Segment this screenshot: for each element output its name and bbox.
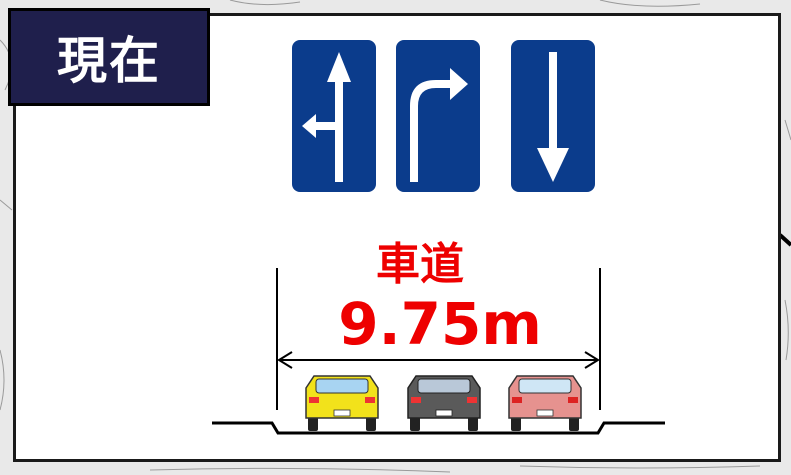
downward-arrow-icon <box>511 40 595 192</box>
road-surface <box>212 421 665 435</box>
right-turn-arrow-icon <box>396 40 480 192</box>
car-rear-icon <box>305 375 379 431</box>
current-state-badge: 現在 <box>8 8 210 106</box>
roadway-width-label: 9.75m <box>338 290 542 358</box>
straight-and-left-turn-arrow-icon <box>292 40 376 192</box>
car-rear-icon <box>407 375 481 431</box>
car-rear-icon <box>508 375 582 431</box>
roadway-label: 車道 <box>376 239 464 290</box>
dimension-line <box>276 268 601 410</box>
